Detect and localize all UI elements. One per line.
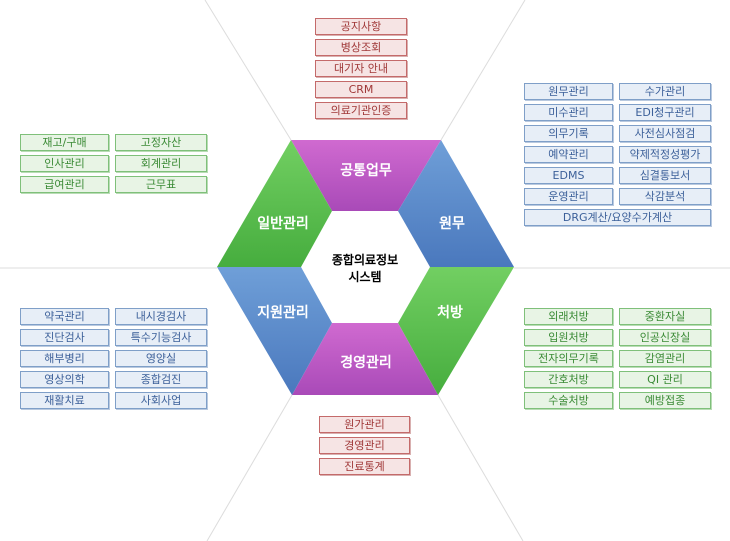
segment-label-common[interactable]: 공통업무 [340, 163, 392, 179]
prescription-item-button[interactable]: 입원처방 [524, 329, 613, 346]
hospital-item-button[interactable]: 원무관리 [524, 83, 613, 100]
prescription-item-button[interactable]: 예방접종 [619, 392, 711, 409]
support-item-button[interactable]: 내시경검사 [115, 308, 207, 325]
support-item-button[interactable]: 진단검사 [20, 329, 109, 346]
prescription-item-button[interactable]: 간호처방 [524, 371, 613, 388]
segment-common [291, 140, 441, 211]
general-item-button[interactable]: 재고/구매 [20, 134, 109, 151]
general-item-button[interactable]: 인사관리 [20, 155, 109, 172]
center-title-line2: 시스템 [348, 270, 382, 284]
support-item-button[interactable]: 약국관리 [20, 308, 109, 325]
segment-management [292, 323, 438, 395]
segment-label-prescription[interactable]: 처방 [437, 305, 463, 321]
hospital-item-button[interactable]: 수가관리 [619, 83, 711, 100]
prescription-item-button[interactable]: QI 관리 [619, 371, 711, 388]
support-item-button[interactable]: 영양실 [115, 350, 207, 367]
segment-hospital [398, 140, 514, 267]
management-item-button[interactable]: 원가관리 [319, 416, 410, 433]
segment-label-support[interactable]: 지원관리 [257, 305, 309, 321]
support-item-button[interactable]: 특수기능검사 [115, 329, 207, 346]
center-title-line1: 종합의료정보 [331, 253, 399, 267]
support-item-button[interactable]: 재활치료 [20, 392, 109, 409]
segment-label-general[interactable]: 일반관리 [257, 216, 309, 232]
prescription-item-button[interactable]: 감염관리 [619, 350, 711, 367]
prescription-item-button[interactable]: 외래처방 [524, 308, 613, 325]
hospital-item-button[interactable]: 심결통보서 [619, 167, 711, 184]
segment-prescription [398, 267, 514, 395]
segment-general [217, 140, 332, 267]
general-item-button[interactable]: 급여관리 [20, 176, 109, 193]
hospital-item-button[interactable]: 운영관리 [524, 188, 613, 205]
prescription-item-button[interactable]: 인공신장실 [619, 329, 711, 346]
segment-support [217, 267, 332, 395]
hospital-item-button[interactable]: 의무기록 [524, 125, 613, 142]
support-item-button[interactable]: 사회사업 [115, 392, 207, 409]
common-item-button[interactable]: 대기자 안내 [315, 60, 407, 77]
hospital-item-button[interactable]: 삭감분석 [619, 188, 711, 205]
general-item-button[interactable]: 회계관리 [115, 155, 207, 172]
support-item-button[interactable]: 해부병리 [20, 350, 109, 367]
management-item-button[interactable]: 진료통계 [319, 458, 410, 475]
hospital-item-button[interactable]: 사전심사점검 [619, 125, 711, 142]
center-title: 종합의료정보 시스템 [315, 252, 415, 286]
management-item-button[interactable]: 경영관리 [319, 437, 410, 454]
common-item-button[interactable]: CRM [315, 81, 407, 98]
common-item-button[interactable]: 병상조회 [315, 39, 407, 56]
hospital-item-button[interactable]: DRG계산/요양수가계산 [524, 209, 711, 226]
hospital-item-button[interactable]: 예약관리 [524, 146, 613, 163]
prescription-item-button[interactable]: 수술처방 [524, 392, 613, 409]
hospital-item-button[interactable]: 약제적정성평가 [619, 146, 711, 163]
hospital-item-button[interactable]: EDMS [524, 167, 613, 184]
support-item-button[interactable]: 종합검진 [115, 371, 207, 388]
common-item-button[interactable]: 공지사항 [315, 18, 407, 35]
prescription-item-button[interactable]: 전자의무기록 [524, 350, 613, 367]
support-item-button[interactable]: 영상의학 [20, 371, 109, 388]
segment-label-management[interactable]: 경영관리 [340, 355, 392, 371]
hospital-item-button[interactable]: 미수관리 [524, 104, 613, 121]
general-item-button[interactable]: 근무표 [115, 176, 207, 193]
hospital-item-button[interactable]: EDI청구관리 [619, 104, 711, 121]
general-item-button[interactable]: 고정자산 [115, 134, 207, 151]
segment-label-hospital[interactable]: 원무 [439, 216, 465, 232]
common-item-button[interactable]: 의료기관인증 [315, 102, 407, 119]
prescription-item-button[interactable]: 중환자실 [619, 308, 711, 325]
